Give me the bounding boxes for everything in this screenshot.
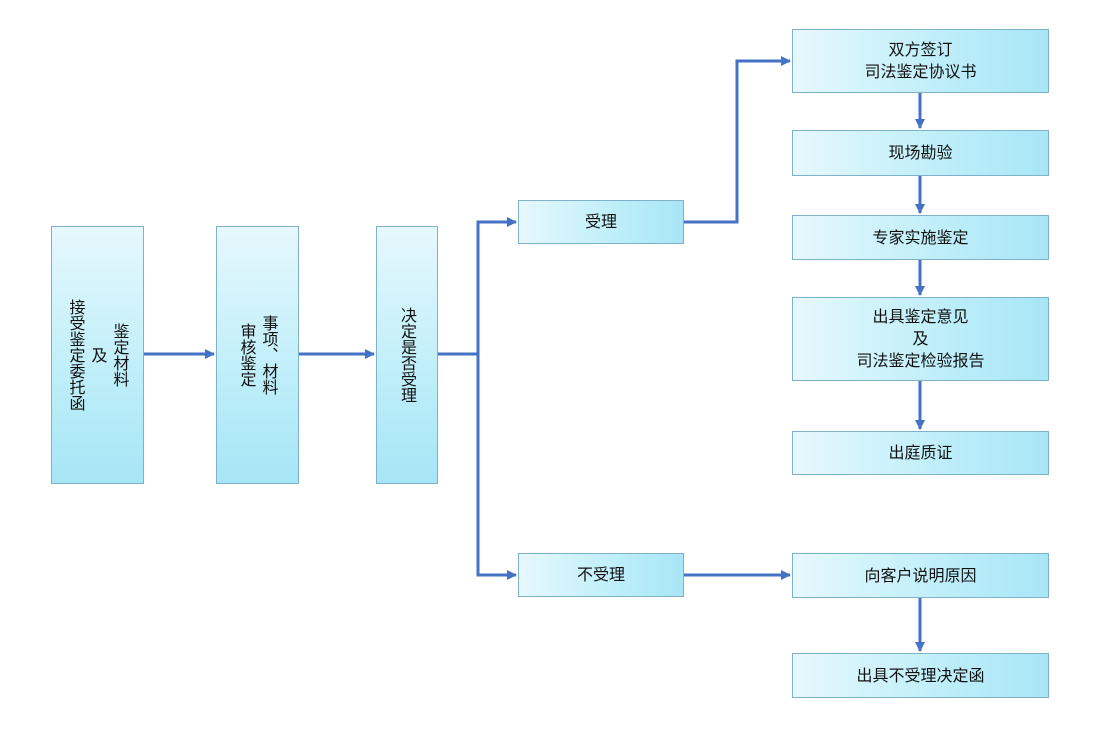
node-reject: 不受理 xyxy=(518,553,684,597)
node-expert-appraisal: 专家实施鉴定 xyxy=(792,215,1049,260)
node-court-testimony: 出庭质证 xyxy=(792,431,1049,475)
node-rejection-letter-label: 出具不受理决定函 xyxy=(856,665,985,685)
node-opinion-line-1: 出具鉴定意见 xyxy=(872,307,969,326)
node-site-survey: 现场勘验 xyxy=(792,130,1049,176)
node-review-line-2: 审核鉴定 xyxy=(237,323,257,387)
node-review-line-1: 事项、材料 xyxy=(259,315,279,395)
arrow-decide-to-accept xyxy=(476,217,517,354)
node-receive-line-3: 接受鉴定委托函 xyxy=(66,299,86,411)
node-sign-agreement: 双方签订 司法鉴定协议书 xyxy=(792,29,1049,93)
node-review: 事项、材料 审核鉴定 xyxy=(216,226,299,484)
node-opinion-line-2: 及 xyxy=(912,329,929,348)
node-court-label: 出庭质证 xyxy=(888,443,953,462)
node-reject-label: 不受理 xyxy=(576,565,625,584)
node-rejection-letter: 出具不受理决定函 xyxy=(792,653,1049,698)
arrow-decide-to-reject xyxy=(476,354,517,580)
node-receive-text: 鉴定材料 及 接受鉴定委托函 xyxy=(65,299,131,411)
node-accept-label: 受理 xyxy=(584,212,617,231)
node-explain-reason: 向客户说明原因 xyxy=(792,553,1049,598)
node-accept: 受理 xyxy=(518,200,684,244)
node-sign-line-1: 双方签订 xyxy=(888,40,953,59)
node-receive-materials: 鉴定材料 及 接受鉴定委托函 xyxy=(51,226,144,484)
node-opinion-line-3: 司法鉴定检验报告 xyxy=(856,351,985,370)
arrow-accept-to-sign xyxy=(684,56,791,224)
node-issue-opinion: 出具鉴定意见 及 司法鉴定检验报告 xyxy=(792,297,1049,381)
node-decide: 决定是否受理 xyxy=(376,226,438,484)
node-sign-line-2: 司法鉴定协议书 xyxy=(864,62,977,81)
node-explain-label: 向客户说明原因 xyxy=(864,565,977,585)
node-receive-line-1: 鉴定材料 xyxy=(110,323,130,387)
node-decide-line-1: 决定是否受理 xyxy=(398,307,417,403)
node-review-text: 事项、材料 审核鉴定 xyxy=(236,315,280,395)
node-survey-label: 现场勘验 xyxy=(888,143,953,162)
node-expert-label: 专家实施鉴定 xyxy=(872,227,969,247)
node-decide-text: 决定是否受理 xyxy=(396,307,418,403)
node-receive-line-2: 及 xyxy=(88,347,108,363)
